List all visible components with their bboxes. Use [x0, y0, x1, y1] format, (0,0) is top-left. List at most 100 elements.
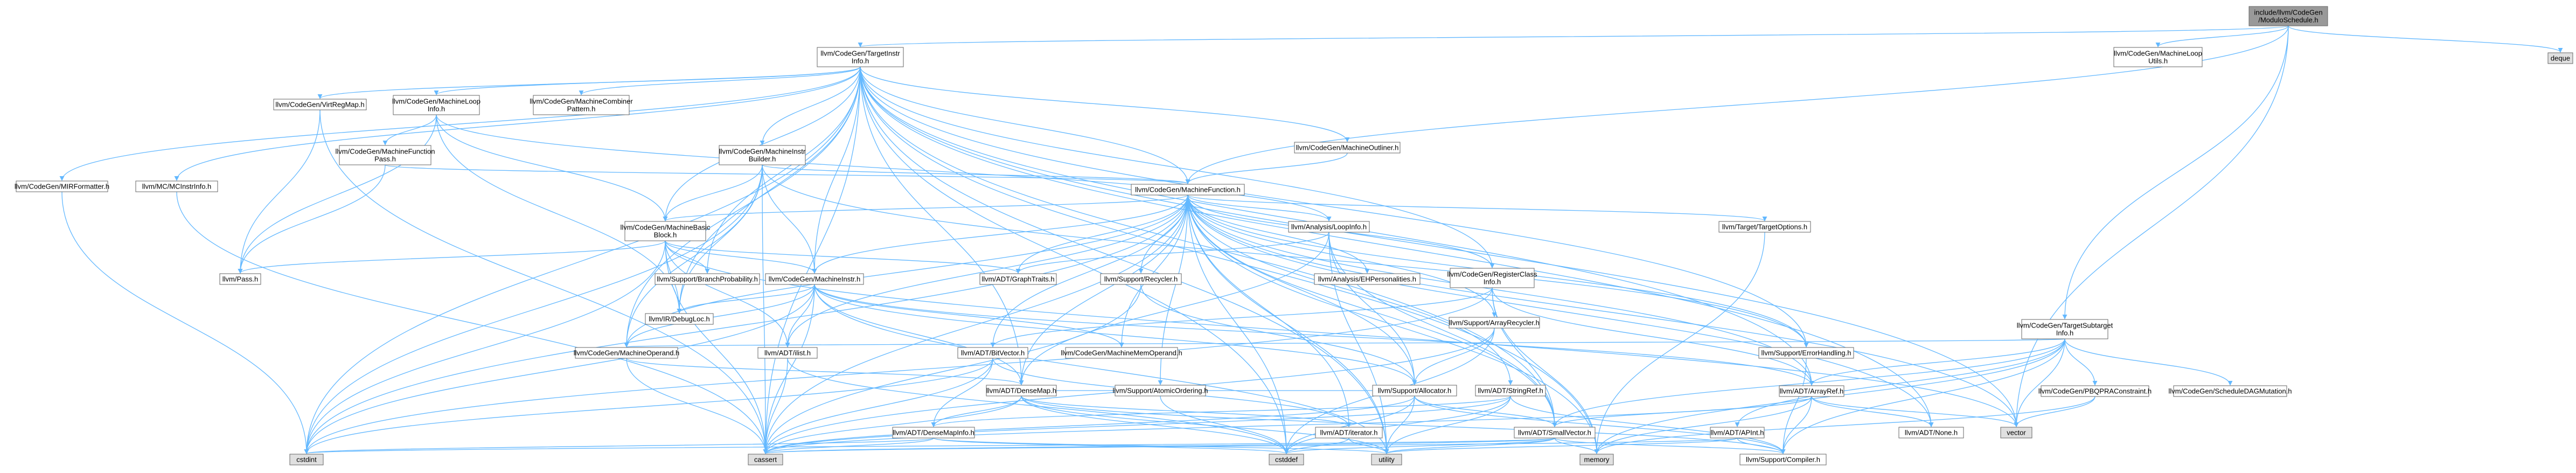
node-bv[interactable]: llvm/ADT/BitVector.h — [957, 347, 1028, 359]
edge-dm-to-iter — [1021, 395, 1352, 427]
node-box — [957, 347, 1028, 359]
node-to[interactable]: llvm/Target/TargetOptions.h — [1718, 221, 1811, 233]
node-mmo[interactable]: llvm/CodeGen/MachineMemOperand.h — [1061, 347, 1182, 359]
node-box — [1100, 273, 1182, 285]
node-utility: utility — [1371, 454, 1402, 465]
node-vrm[interactable]: llvm/CodeGen/VirtRegMap.h — [273, 99, 367, 110]
node-label: llvm/Analysis/LoopInfo.h — [1291, 223, 1367, 231]
edge-sr-to-comp — [1510, 395, 1786, 454]
node-cstddef: cstddef — [1269, 454, 1304, 465]
edge-trc-to-cstdint — [304, 287, 1493, 454]
node-apint[interactable]: llvm/ADT/APInt.h — [1710, 427, 1765, 439]
node-eh2[interactable]: llvm/Support/ErrorHandling.h — [1758, 347, 1854, 359]
node-box — [1898, 427, 1964, 439]
node-dm[interactable]: llvm/ADT/DenseMap.h — [986, 385, 1057, 397]
node-gt[interactable]: llvm/ADT/GraphTraits.h — [979, 273, 1057, 285]
node-label: llvm/CodeGen/MachineLoop — [392, 98, 481, 106]
node-label: deque — [2551, 54, 2570, 62]
node-box — [2248, 6, 2328, 26]
edge-layer — [59, 25, 2563, 454]
edge-dm-to-dmi — [931, 395, 1022, 427]
node-box — [1739, 454, 1827, 465]
edge-sv-to-cstdint — [304, 437, 1555, 454]
node-ar[interactable]: llvm/Support/ArrayRecycler.h — [1449, 317, 1540, 329]
node-box — [1314, 273, 1421, 285]
edge-pbq-to-memory — [1594, 396, 2095, 454]
node-mop[interactable]: llvm/CodeGen/MachineOperand.h — [574, 347, 680, 359]
node-iter[interactable]: llvm/ADT/iterator.h — [1315, 427, 1383, 439]
edge-mi-to-mop — [624, 284, 815, 347]
node-label: Info.h — [428, 105, 445, 113]
node-deque: deque — [2547, 52, 2573, 64]
edge-mf-to-sv — [1187, 194, 1557, 427]
node-alloc[interactable]: llvm/Support/Allocator.h — [1372, 385, 1457, 397]
edge-mli-to-pass — [238, 114, 437, 274]
edge-dm-to-cstddef — [1021, 395, 1289, 454]
node-label: llvm/Support/BranchProbability.h — [657, 275, 758, 283]
node-box — [1710, 427, 1765, 439]
node-dmi[interactable]: llvm/ADT/DenseMapInfo.h — [892, 427, 975, 439]
edge-trc-to-sv — [1492, 287, 1557, 427]
node-label: /ModuloSchedule.h — [2258, 16, 2318, 24]
edge-dm-to-comp — [1021, 395, 1786, 454]
node-none[interactable]: llvm/ADT/None.h — [1898, 427, 1964, 439]
node-label: llvm/CodeGen/MachineBasic — [621, 224, 711, 232]
edge-mib-to-eh2 — [762, 164, 1809, 347]
node-sr[interactable]: llvm/ADT/StringRef.h — [1475, 385, 1546, 397]
node-box — [1372, 385, 1457, 397]
edge-mbb-to-mi — [665, 240, 817, 274]
node-eh[interactable]: llvm/Analysis/EHPersonalities.h — [1314, 273, 1421, 285]
edge-mf-to-gt — [1015, 194, 1188, 274]
edge-tsi-to-sv — [1552, 338, 2065, 427]
node-mirf[interactable]: llvm/CodeGen/MIRFormatter.h — [15, 180, 109, 192]
edge-mi-to-dl — [677, 284, 815, 314]
node-label: Info.h — [1484, 278, 1501, 286]
node-mcii[interactable]: llvm/MC/MCInstrInfo.h — [135, 180, 218, 192]
edge-mf-to-eh — [1187, 194, 1370, 274]
node-rec[interactable]: llvm/Support/Recycler.h — [1100, 273, 1182, 285]
node-dl[interactable]: llvm/IR/DebugLoc.h — [645, 313, 714, 325]
edge-mib-to-mi — [762, 164, 817, 274]
node-label: llvm/CodeGen/MachineInstr — [719, 148, 806, 156]
node-sv[interactable]: llvm/ADT/SmallVector.h — [1514, 427, 1596, 439]
node-pbq[interactable]: llvm/CodeGen/PBQPRAConstraint.h — [2038, 385, 2152, 397]
edge-mib-to-mf — [762, 164, 1190, 184]
node-comp[interactable]: llvm/Support/Compiler.h — [1739, 454, 1827, 465]
edge-mf-to-rec — [1138, 194, 1188, 274]
node-arr[interactable]: llvm/ADT/ArrayRef.h — [1779, 385, 1844, 397]
edge-eh2-to-comp — [1780, 358, 1807, 454]
edge-tii-to-mop — [624, 66, 861, 347]
node-label: llvm/Pass.h — [222, 275, 258, 283]
node-bp[interactable]: llvm/Support/BranchProbability.h — [655, 273, 760, 285]
edge-tii-to-none — [860, 66, 1934, 427]
edge-tsi-to-arr — [1809, 338, 2065, 386]
node-li[interactable]: llvm/Analysis/LoopInfo.h — [1288, 221, 1370, 233]
edge-mf-to-cstdint — [304, 194, 1188, 454]
node-ao[interactable]: llvm/Support/AtomicOrdering.h — [1112, 385, 1208, 397]
node-sdm[interactable]: llvm/CodeGen/ScheduleDAGMutation.h — [2168, 385, 2292, 397]
node-label: llvm/ADT/GraphTraits.h — [981, 275, 1054, 283]
node-ilist[interactable]: llvm/ADT/ilist.h — [757, 347, 818, 359]
node-label: llvm/ADT/iterator.h — [1320, 429, 1378, 437]
node-label: llvm/CodeGen/MachineOperand.h — [574, 349, 680, 357]
node-box — [2021, 319, 2108, 339]
node-pass[interactable]: llvm/Pass.h — [219, 273, 261, 285]
node-label: llvm/CodeGen/TargetInstr — [820, 50, 900, 58]
node-mo[interactable]: llvm/CodeGen/MachineOutliner.h — [1294, 142, 1401, 154]
node-mf[interactable]: llvm/CodeGen/MachineFunction.h — [1131, 184, 1245, 196]
edge-dmi-to-cstddef — [933, 437, 1289, 454]
node-label: cstdint — [296, 456, 317, 464]
edge-mf-to-vector — [1187, 194, 2019, 427]
node-mi[interactable]: llvm/CodeGen/MachineInstr.h — [765, 273, 864, 285]
edge-tii-to-dl — [677, 66, 861, 314]
